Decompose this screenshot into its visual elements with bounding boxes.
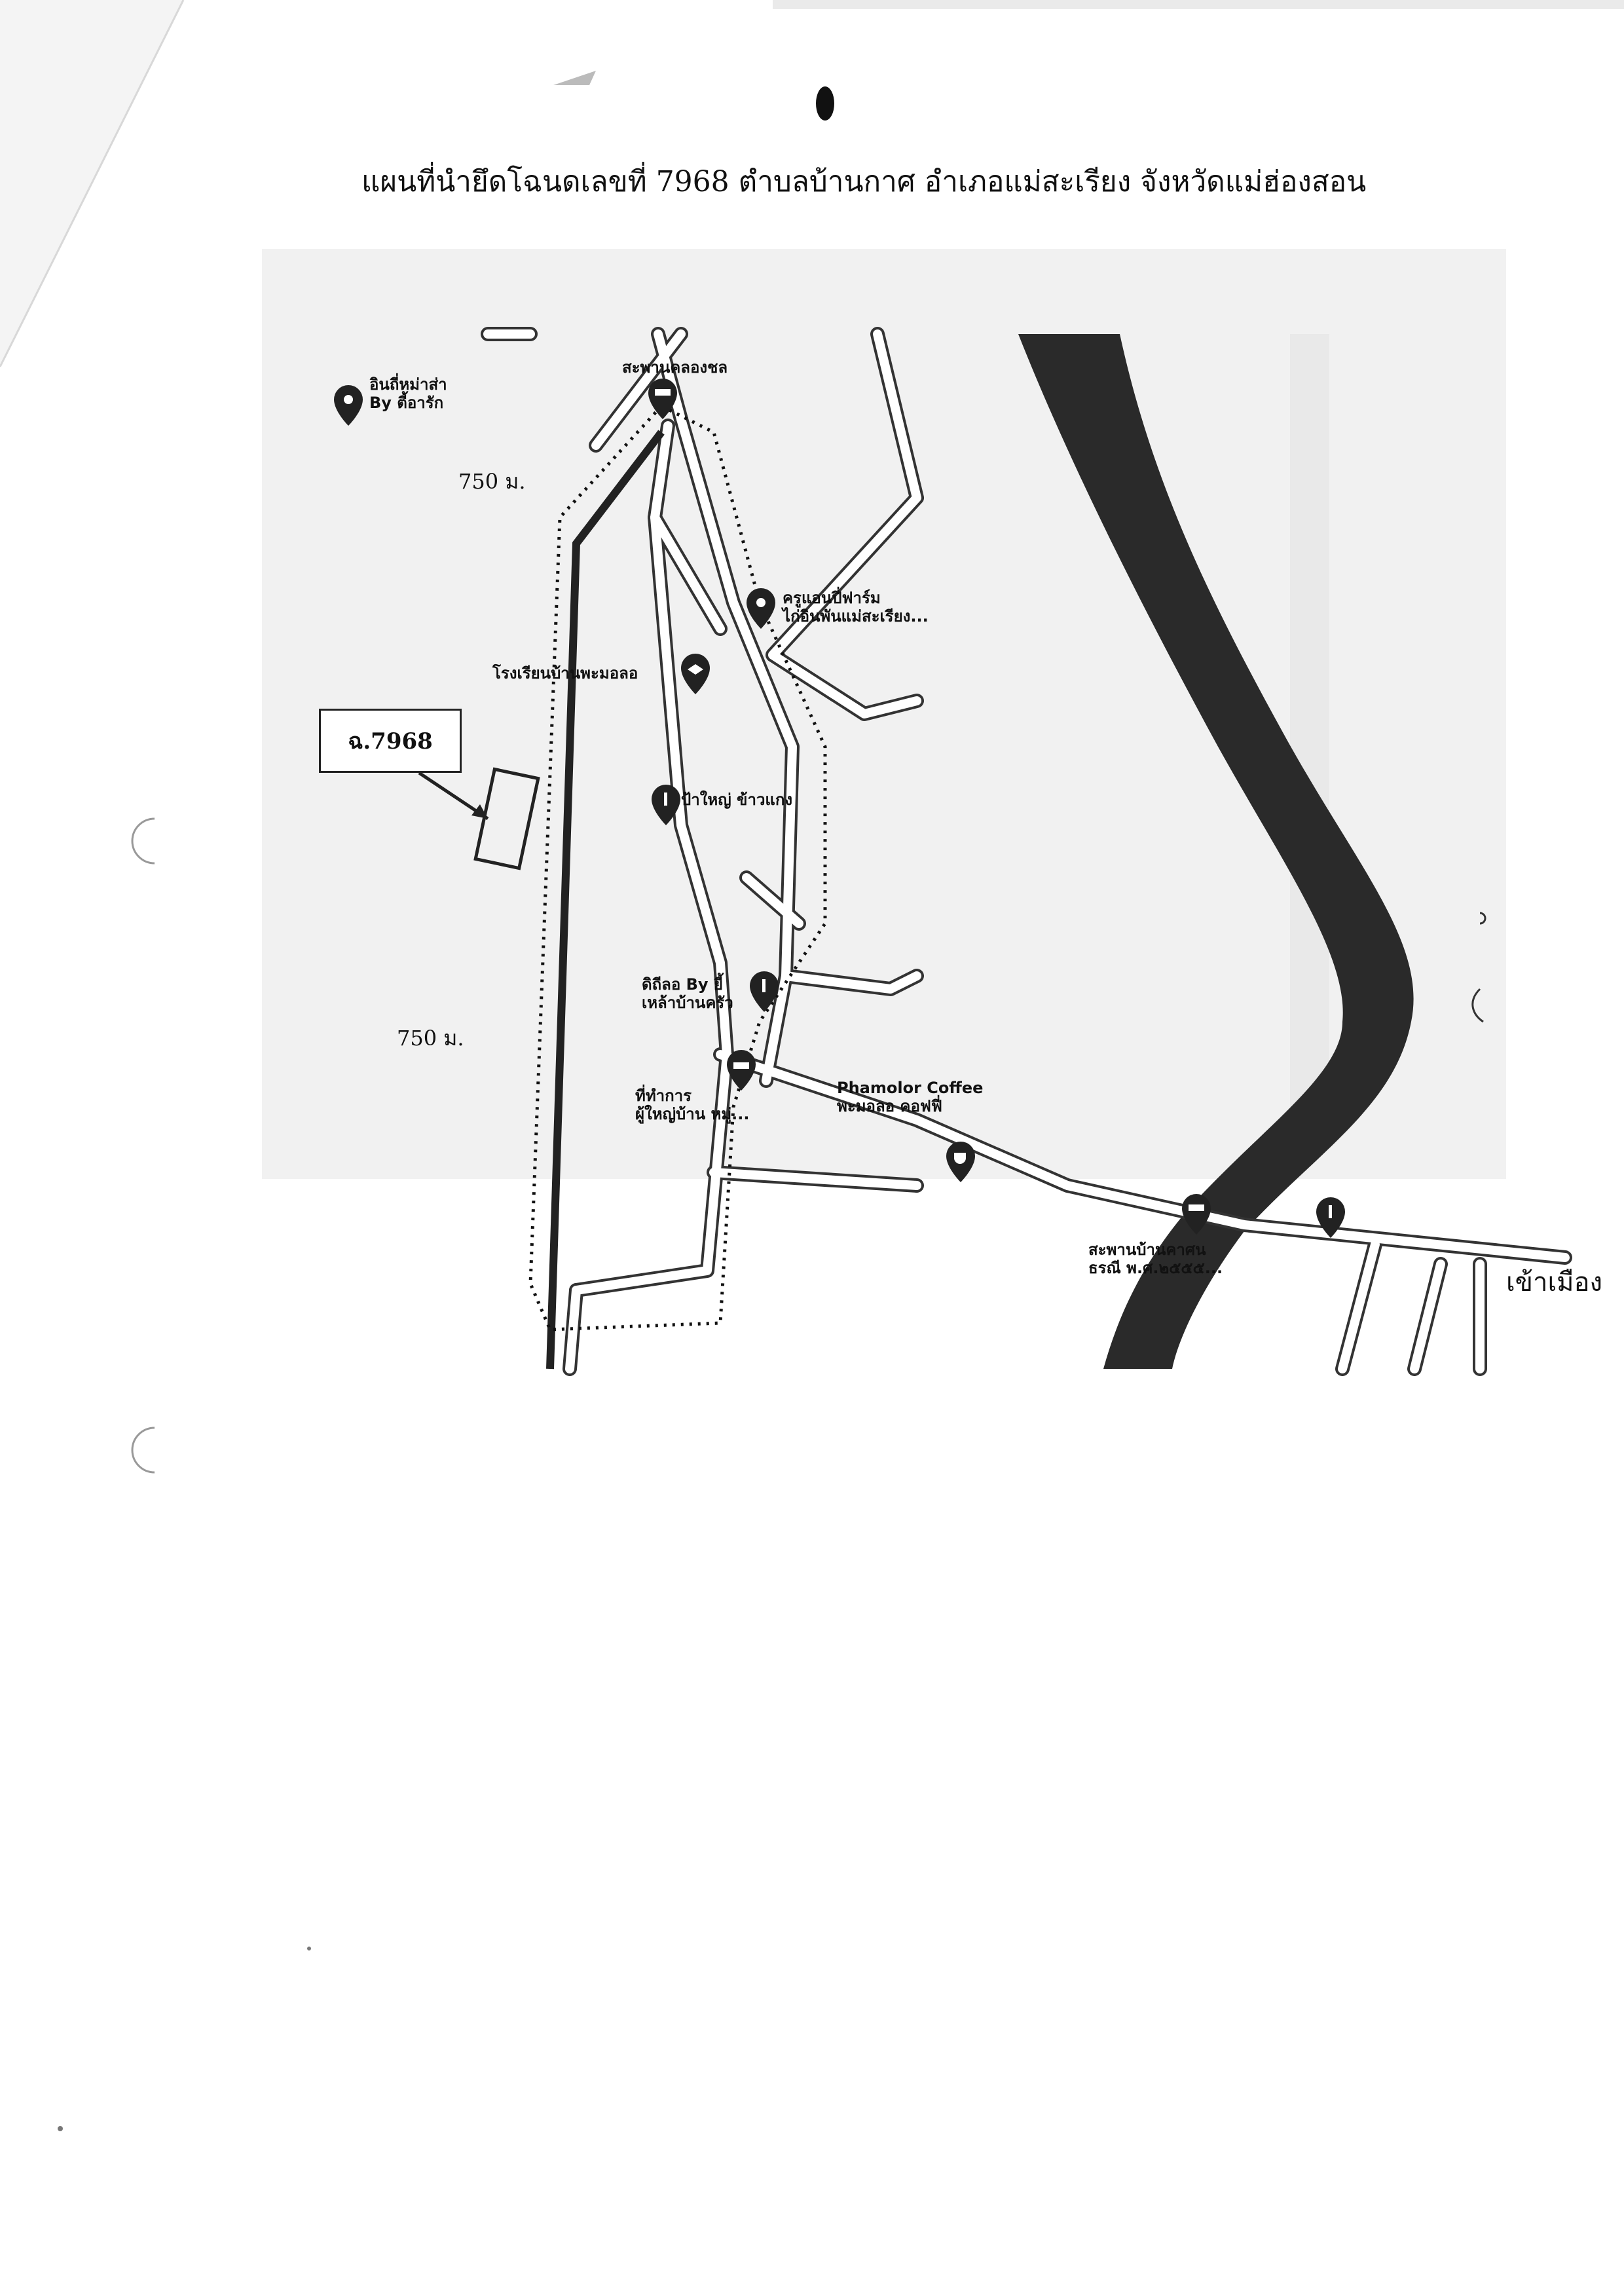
- ink-speck: [816, 86, 834, 121]
- place-name: อินถี่หม่าส่า: [369, 375, 447, 394]
- place-label-inthi: อินถี่หม่าส่า By ตี้อารัก: [369, 375, 447, 412]
- place-name: Phamolor Coffee: [837, 1079, 984, 1097]
- parcel-pointer-arrowhead: [471, 804, 488, 819]
- coffee-icon: [946, 1142, 975, 1182]
- ink-speck: [307, 1947, 311, 1950]
- punch-hole: [131, 817, 155, 865]
- place-subname: ผู้ใหญ่บ้าน หมู่...: [635, 1104, 750, 1123]
- place-name: โรงเรียนบ้านพะมอลอ: [492, 664, 638, 682]
- photocopy-ghost: [1290, 334, 1329, 1146]
- place-label-bridge-right: สะพานบ้านคาศน ธรณี พ.ศ.๒๕๕๕...: [1088, 1241, 1223, 1277]
- place-label-cafe-by: ดิถีลอ By ยี้ เหล้าบ้านครัว: [642, 975, 733, 1012]
- map-edge-mark: [1479, 912, 1486, 925]
- distance-label-bottom: 750 ม.: [397, 1026, 464, 1051]
- place-subname: By ตี้อารัก: [369, 393, 444, 412]
- bridge-icon: [1182, 1194, 1211, 1235]
- map-pin-icon: [334, 385, 363, 426]
- place-name: สะพานคลองชล: [622, 358, 728, 377]
- parcel-number-box: ฉ.7968: [319, 709, 462, 773]
- map-pin-icon: [747, 588, 775, 629]
- place-label-farm: ครูแอนปี่ฟาร์ม ไก่อินพันแม่สะเรียง...: [783, 589, 929, 625]
- map-edge-mark: [1471, 988, 1484, 1023]
- place-subname: เหล้าบ้านครัว: [642, 993, 733, 1012]
- restaurant-icon: [750, 971, 779, 1012]
- place-name: ที่ทำการ: [635, 1087, 692, 1105]
- scan-edge-shadow: [773, 0, 1624, 9]
- government-icon: [727, 1050, 756, 1091]
- place-label-coffee: Phamolor Coffee พะมอลอ คอฟฟี่: [837, 1079, 983, 1115]
- distance-label-top: 750 ม.: [458, 469, 526, 494]
- place-name: ดิถีลอ By ยี้: [642, 975, 723, 994]
- fold-line: [0, 0, 185, 367]
- restaurant-icon: [1316, 1197, 1345, 1238]
- place-subname: ไก่อินพันแม่สะเรียง...: [783, 606, 929, 625]
- river: [1018, 334, 1414, 1369]
- place-label-office: ที่ทำการ ผู้ใหญ่บ้าน หมู่...: [635, 1087, 750, 1123]
- school-icon: [681, 654, 710, 694]
- map-canvas: [262, 249, 1572, 1376]
- place-label-restaurant: ป้าใหญ่ ข้าวแกง: [681, 791, 792, 810]
- place-name: ป้าใหญ่ ข้าวแกง: [681, 791, 793, 809]
- ink-speck: [58, 2126, 63, 2131]
- road-fill: [483, 329, 1570, 1373]
- place-label-school: โรงเรียนบ้านพะมอลอ: [492, 664, 638, 683]
- bridge-icon: [648, 379, 677, 419]
- location-map: อินถี่หม่าส่า By ตี้อารัก สะพานคลองชล คร…: [262, 236, 1624, 1415]
- restaurant-icon: [652, 785, 680, 825]
- page-title: แผนที่นำยึดโฉนดเลขที่ 7968 ตำบลบ้านกาศ อ…: [361, 165, 1367, 198]
- place-label-bridge-top: สะพานคลองชล: [622, 358, 728, 377]
- place-subname: พะมอลอ คอฟฟี่: [837, 1096, 942, 1115]
- place-name: สะพานบ้านคาศน: [1088, 1241, 1206, 1259]
- main-highway: [546, 430, 665, 1370]
- smudge-mark: [553, 71, 596, 85]
- place-subname: ธรณี พ.ศ.๒๕๕๕...: [1088, 1258, 1223, 1277]
- direction-to-city-label: เข้าเมือง: [1506, 1267, 1603, 1297]
- punch-hole: [131, 1427, 155, 1474]
- place-name: ครูแอนปี่ฟาร์ม: [783, 589, 881, 607]
